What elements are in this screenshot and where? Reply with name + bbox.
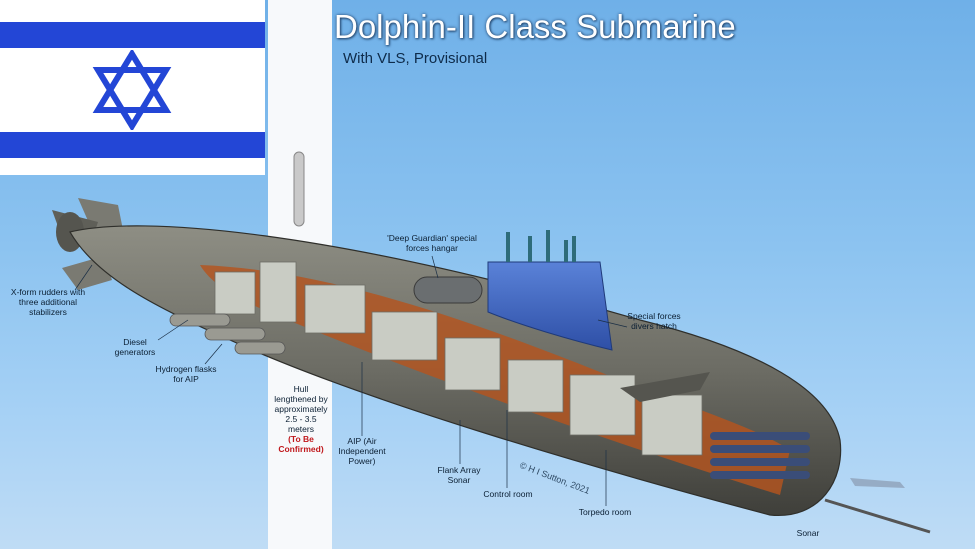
torpedo-tubes xyxy=(710,432,810,479)
diagram-title: Dolphin-II Class Submarine xyxy=(334,8,736,45)
diagram-subtitle: With VLS, Provisional xyxy=(343,50,488,67)
label-hull-text: Hull lengthened by approximately 2.5 - 3… xyxy=(274,384,328,434)
israel-flag xyxy=(0,0,265,175)
interior-compartments xyxy=(214,261,703,456)
star-of-david-icon xyxy=(92,50,172,130)
bow-plane xyxy=(620,372,710,402)
submarine-sail xyxy=(487,261,613,351)
leader-hangar xyxy=(431,255,439,279)
distant-submarine xyxy=(850,478,905,488)
label-diesel-generators: Diesel generators xyxy=(114,337,156,357)
label-aip: AIP (Air Independent Power) xyxy=(338,436,386,466)
leader-diesel xyxy=(157,319,189,341)
label-hydrogen-flasks: Hydrogen flasks for AIP xyxy=(155,364,217,384)
vls-missile xyxy=(293,151,305,227)
label-flank-array-sonar: Flank Array Sonar xyxy=(437,465,481,485)
label-x-form-rudders: X-form rudders with three additional sta… xyxy=(10,287,86,317)
flag-stripe-top xyxy=(0,22,265,48)
leader-xform xyxy=(74,264,93,291)
label-torpedo-room: Torpedo room xyxy=(578,507,632,517)
label-deep-guardian-hangar: 'Deep Guardian' special forces hangar xyxy=(387,233,477,253)
sail-masts xyxy=(506,230,576,262)
deep-guardian-hangar xyxy=(413,276,483,304)
label-hull-note: (To Be Confirmed) xyxy=(278,434,324,454)
leader-hydrogen xyxy=(204,343,223,365)
towed-line xyxy=(824,498,931,534)
flag-stripe-bottom xyxy=(0,132,265,158)
leader-hatch xyxy=(597,319,628,328)
label-hull-lengthened: Hull lengthened by approximately 2.5 - 3… xyxy=(272,384,330,454)
label-special-forces-hatch: Special forces divers hatch xyxy=(627,311,681,331)
hydrogen-flasks xyxy=(169,313,286,355)
label-control-room: Control room xyxy=(483,489,533,499)
label-sonar: Sonar xyxy=(796,528,820,538)
